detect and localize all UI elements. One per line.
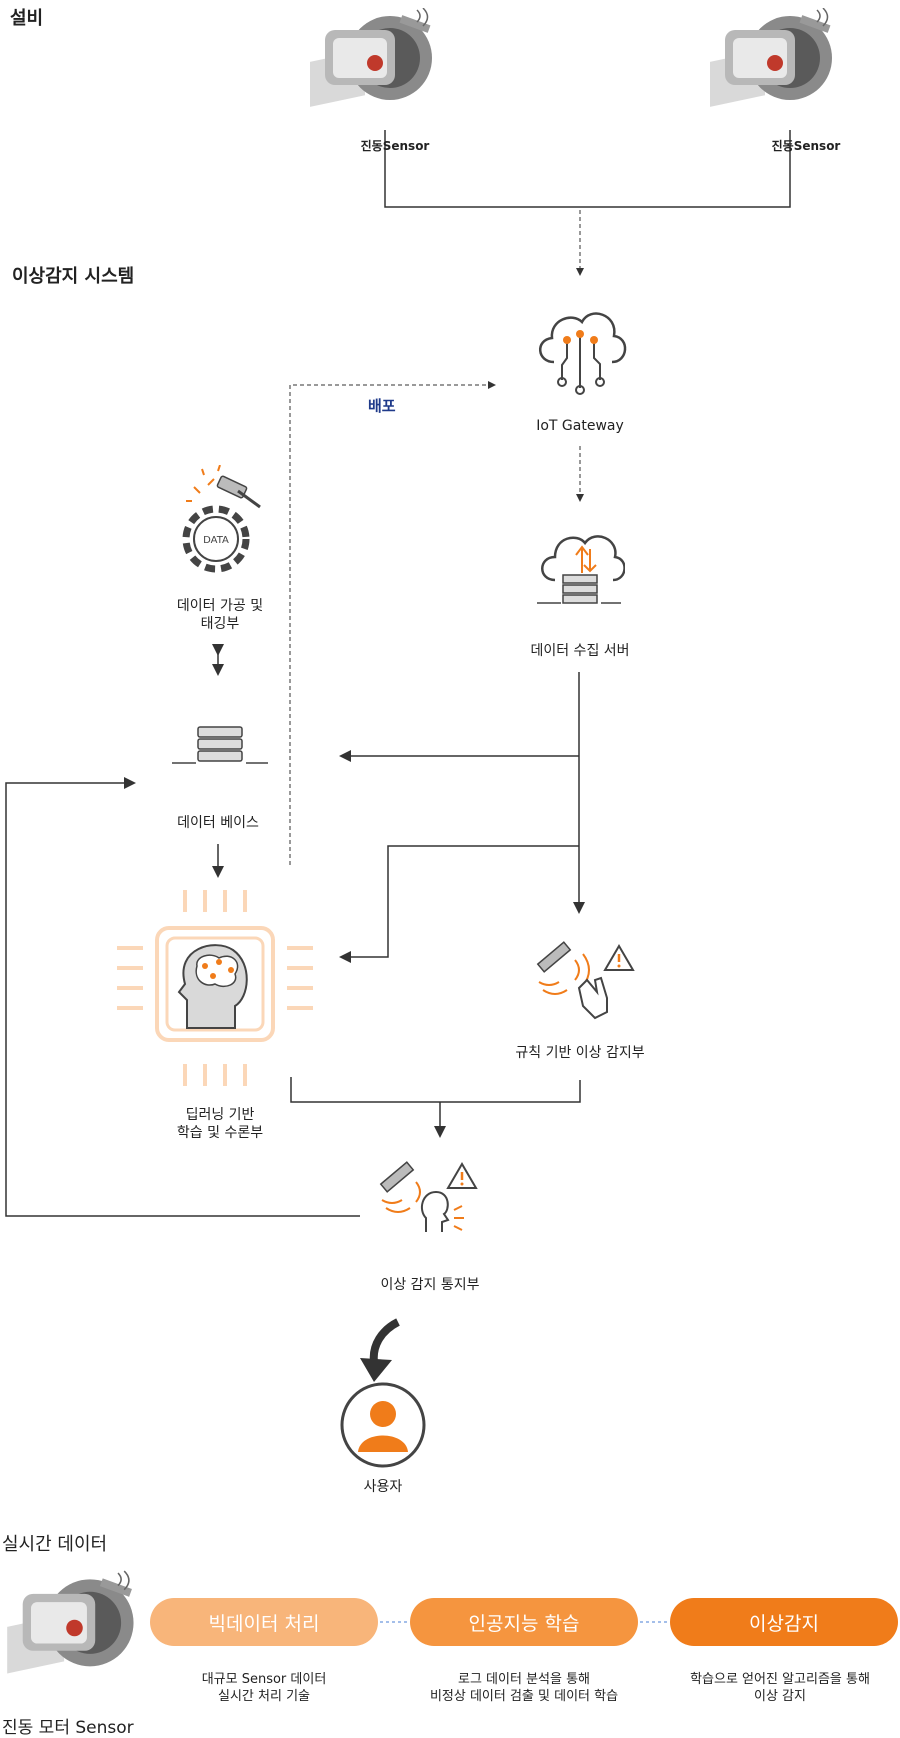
step-ai-pill: 인공지능 학습	[410, 1598, 638, 1646]
motor-sensor-label: 진동 모터 Sensor	[2, 1718, 134, 1738]
rule-based-label: 규칙 기반 이상 감지부	[515, 1045, 645, 1061]
notify-label: 이상 감지 통지부	[380, 1277, 480, 1293]
ai-chip-icon	[117, 890, 313, 1086]
step-bigdata-pill: 빅데이터 처리	[150, 1598, 378, 1646]
deep-learning-label: 딥러닝 기반 학습 및 수론부	[176, 1107, 264, 1141]
sensor-label: 진동Sensor	[771, 139, 841, 153]
database-icon	[172, 726, 268, 764]
motor-icon	[7, 1570, 134, 1674]
cloud-network-icon	[539, 312, 627, 395]
step-anomaly-pill: 이상감지	[670, 1598, 898, 1646]
step-bigdata-desc: 대규모 Sensor 데이터 실시간 처리 기술	[201, 1672, 327, 1704]
deploy-label: 배포	[368, 397, 396, 415]
database-label: 데이터 베이스	[177, 815, 259, 831]
iot-gateway-label: IoT Gateway	[536, 418, 624, 434]
section-title-anomaly-system: 이상감지 시스템	[10, 262, 143, 288]
rule-detection-icon	[536, 941, 635, 1020]
processing-label: 데이터 가공 및 태깅부	[176, 598, 264, 632]
sensor-label: 진동Sensor	[360, 139, 430, 153]
motor-icon	[710, 8, 832, 107]
user-label: 사용자	[363, 1479, 403, 1495]
motor-icon	[310, 8, 432, 107]
data-icon-text: DATA	[203, 535, 229, 546]
section-title-equipment: 설비	[8, 4, 52, 30]
user-icon	[340, 1382, 426, 1468]
cloud-server-icon	[537, 535, 625, 604]
step-ai-desc: 로그 데이터 분석을 통해 비정상 데이터 검출 및 데이터 학습	[429, 1672, 619, 1704]
collect-server-label: 데이터 수집 서버	[530, 643, 630, 659]
notify-icon	[379, 1161, 478, 1232]
section-title-realtime: 실시간 데이터	[2, 1534, 108, 1555]
data-gear-icon: DATA	[182, 465, 261, 573]
step-anomaly-desc: 학습으로 얻어진 알고리즘을 통해 이상 감지	[690, 1672, 870, 1704]
